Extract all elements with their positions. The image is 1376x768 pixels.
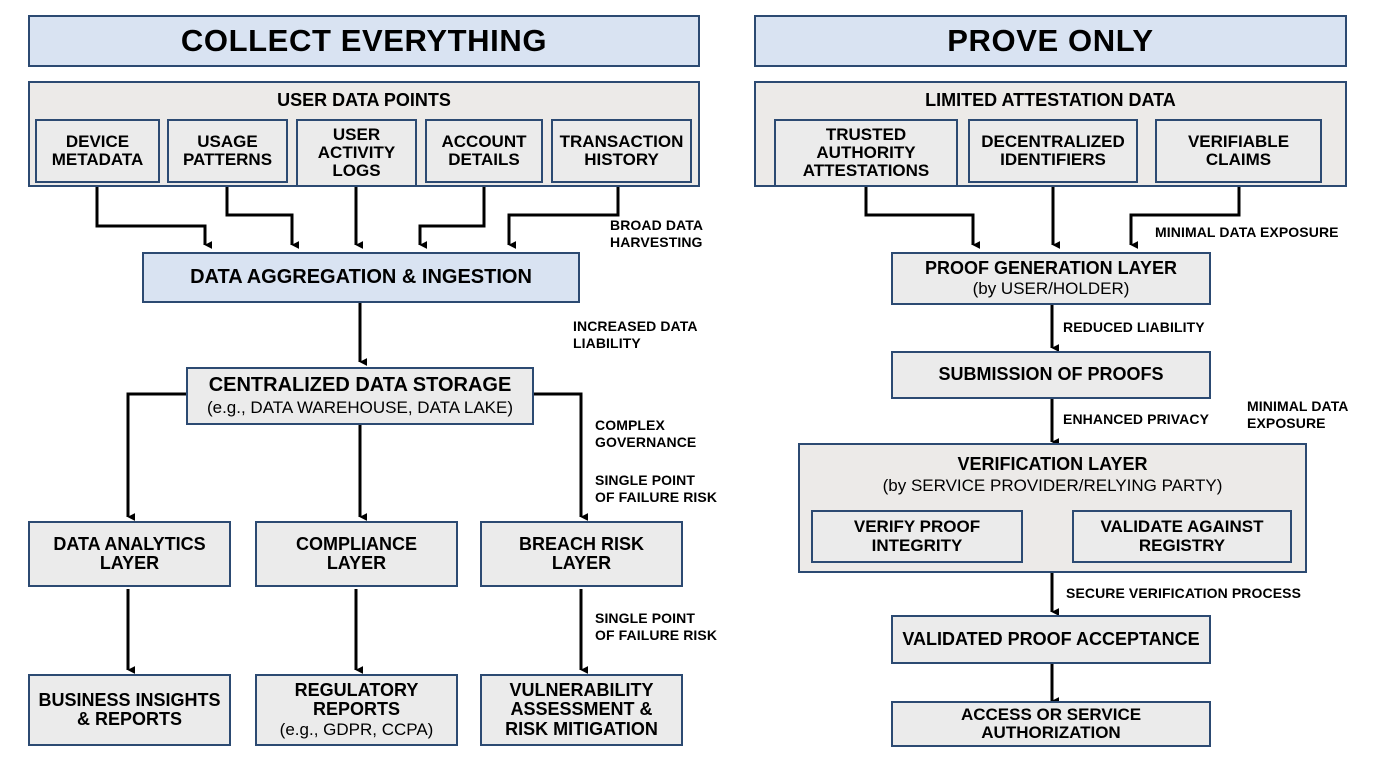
storage-subtitle: (e.g., DATA WAREHOUSE, DATA LAKE) bbox=[206, 398, 514, 418]
source-transaction-history[interactable]: TRANSACTION HISTORY bbox=[551, 119, 692, 183]
source-line2: CLAIMS bbox=[1205, 150, 1272, 169]
proof-generation-subtitle: (by USER/HOLDER) bbox=[972, 279, 1130, 299]
source-decentralized-identifiers[interactable]: DECENTRALIZED IDENTIFIERS bbox=[968, 119, 1138, 183]
data-aggregation-ingestion[interactable]: DATA AGGREGATION & INGESTION bbox=[142, 252, 580, 303]
source-line2: IDENTIFIERS bbox=[1000, 150, 1106, 169]
storage-title: CENTRALIZED DATA STORAGE bbox=[208, 373, 512, 396]
access-or-service-authorization[interactable]: ACCESS OR SERVICE AUTHORIZATION bbox=[891, 701, 1211, 747]
label-single-point-of-failure-risk-lower: SINGLE POINT OF FAILURE RISK bbox=[595, 610, 718, 644]
left-panel-title: COLLECT EVERYTHING bbox=[28, 15, 700, 67]
output-line1: BUSINESS INSIGHTS bbox=[38, 689, 221, 710]
label-minimal-data-exposure-top: MINIMAL DATA EXPOSURE bbox=[1155, 224, 1339, 240]
validate-line2: REGISTRY bbox=[1138, 535, 1226, 555]
source-line2: METADATA bbox=[51, 150, 144, 169]
source-line1: ACCOUNT bbox=[441, 131, 527, 151]
source-line2: ACTIVITY bbox=[317, 142, 396, 162]
submission-label: SUBMISSION OF PROOFS bbox=[938, 364, 1164, 385]
submission-of-proofs[interactable]: SUBMISSION OF PROOFS bbox=[891, 351, 1211, 399]
source-usage-patterns[interactable]: USAGE PATTERNS bbox=[167, 119, 288, 183]
source-device-metadata[interactable]: DEVICE METADATA bbox=[35, 119, 160, 183]
layer-line1: BREACH RISK bbox=[518, 533, 644, 554]
authorization-line2: AUTHORIZATION bbox=[981, 723, 1121, 742]
output-vulnerability-assessment[interactable]: VULNERABILITY ASSESSMENT & RISK MITIGATI… bbox=[480, 674, 683, 746]
output-regulatory-reports[interactable]: REGULATORY REPORTS (e.g., GDPR, CCPA) bbox=[255, 674, 458, 746]
output-line3: RISK MITIGATION bbox=[505, 718, 658, 739]
source-line2: AUTHORITY bbox=[816, 142, 916, 162]
authorization-line1: ACCESS OR SERVICE bbox=[960, 704, 1142, 724]
validate-line1: VALIDATE AGAINST bbox=[1100, 517, 1264, 537]
output-line2: ASSESSMENT & bbox=[510, 699, 653, 720]
verify-proof-integrity[interactable]: VERIFY PROOF INTEGRITY bbox=[811, 510, 1023, 563]
source-line1: DEVICE bbox=[65, 131, 130, 151]
left-source-connectors bbox=[95, 186, 620, 249]
aggregation-label: DATA AGGREGATION & INGESTION bbox=[190, 265, 532, 288]
layer-line2: LAYER bbox=[326, 553, 387, 573]
source-line2: PATTERNS bbox=[182, 150, 273, 169]
source-account-details[interactable]: ACCOUNT DETAILS bbox=[425, 119, 543, 183]
label-broad-data-harvesting: BROAD DATA HARVESTING bbox=[610, 217, 704, 251]
source-line1: DECENTRALIZED bbox=[981, 131, 1125, 151]
right-panel-title-text: PROVE ONLY bbox=[947, 22, 1154, 58]
source-line1: TRANSACTION bbox=[559, 131, 684, 151]
verify-line2: INTEGRITY bbox=[871, 535, 963, 555]
output-line2: REPORTS bbox=[312, 698, 400, 719]
source-verifiable-claims[interactable]: VERIFIABLE CLAIMS bbox=[1155, 119, 1322, 183]
source-line2: HISTORY bbox=[584, 150, 659, 169]
source-user-activity-logs[interactable]: USER ACTIVITY LOGS bbox=[296, 119, 417, 187]
verify-line1: VERIFY PROOF bbox=[853, 517, 981, 537]
label-secure-verification-process: SECURE VERIFICATION PROCESS bbox=[1066, 585, 1302, 601]
validate-against-registry[interactable]: VALIDATE AGAINST REGISTRY bbox=[1072, 510, 1292, 563]
source-line1: USER bbox=[332, 124, 381, 144]
limited-attestation-data-title: LIMITED ATTESTATION DATA bbox=[925, 90, 1176, 110]
source-line3: LOGS bbox=[332, 161, 381, 180]
validated-proof-acceptance[interactable]: VALIDATED PROOF ACCEPTANCE bbox=[891, 615, 1211, 664]
source-line1: TRUSTED bbox=[825, 124, 907, 144]
centralized-data-storage[interactable]: CENTRALIZED DATA STORAGE (e.g., DATA WAR… bbox=[186, 367, 534, 425]
proof-generation-layer[interactable]: PROOF GENERATION LAYER (by USER/HOLDER) bbox=[891, 252, 1211, 305]
source-line1: USAGE bbox=[197, 131, 258, 151]
output-line2: & REPORTS bbox=[76, 709, 182, 729]
output-line3: (e.g., GDPR, CCPA) bbox=[279, 720, 434, 740]
output-business-insights[interactable]: BUSINESS INSIGHTS & REPORTS bbox=[28, 674, 231, 746]
label-minimal-data-exposure-side: MINIMAL DATA EXPOSURE bbox=[1247, 398, 1349, 432]
left-flow-connectors bbox=[126, 303, 588, 674]
layer-compliance[interactable]: COMPLIANCE LAYER bbox=[255, 521, 458, 587]
layer-line2: LAYER bbox=[551, 553, 612, 573]
source-line3: ATTESTATIONS bbox=[802, 161, 930, 180]
label-complex-governance: COMPLEX GOVERNANCE bbox=[595, 417, 697, 451]
source-line1: VERIFIABLE bbox=[1187, 131, 1290, 151]
label-enhanced-privacy: ENHANCED PRIVACY bbox=[1063, 411, 1210, 427]
left-panel-title-text: COLLECT EVERYTHING bbox=[180, 22, 548, 58]
label-increased-data-liability: INCREASED DATA LIABILITY bbox=[573, 318, 698, 352]
proof-generation-title: PROOF GENERATION LAYER bbox=[924, 257, 1178, 278]
verification-subtitle: (by SERVICE PROVIDER/RELYING PARTY) bbox=[882, 476, 1223, 496]
output-line1: VULNERABILITY bbox=[509, 680, 654, 701]
right-panel-title: PROVE ONLY bbox=[754, 15, 1347, 67]
verification-title: VERIFICATION LAYER bbox=[957, 454, 1148, 474]
source-trusted-authority-attestations[interactable]: TRUSTED AUTHORITY ATTESTATIONS bbox=[774, 119, 958, 187]
label-reduced-liability: REDUCED LIABILITY bbox=[1063, 319, 1205, 335]
layer-line2: LAYER bbox=[99, 553, 160, 573]
layer-line1: COMPLIANCE bbox=[296, 533, 417, 554]
layer-breach-risk[interactable]: BREACH RISK LAYER bbox=[480, 521, 683, 587]
output-line1: REGULATORY bbox=[294, 679, 419, 700]
layer-data-analytics[interactable]: DATA ANALYTICS LAYER bbox=[28, 521, 231, 587]
source-line2: DETAILS bbox=[448, 150, 520, 169]
acceptance-label: VALIDATED PROOF ACCEPTANCE bbox=[902, 628, 1200, 649]
user-data-points-title: USER DATA POINTS bbox=[277, 90, 451, 110]
label-single-point-of-failure-risk-upper: SINGLE POINT OF FAILURE RISK bbox=[595, 472, 718, 506]
layer-line1: DATA ANALYTICS bbox=[53, 533, 206, 554]
